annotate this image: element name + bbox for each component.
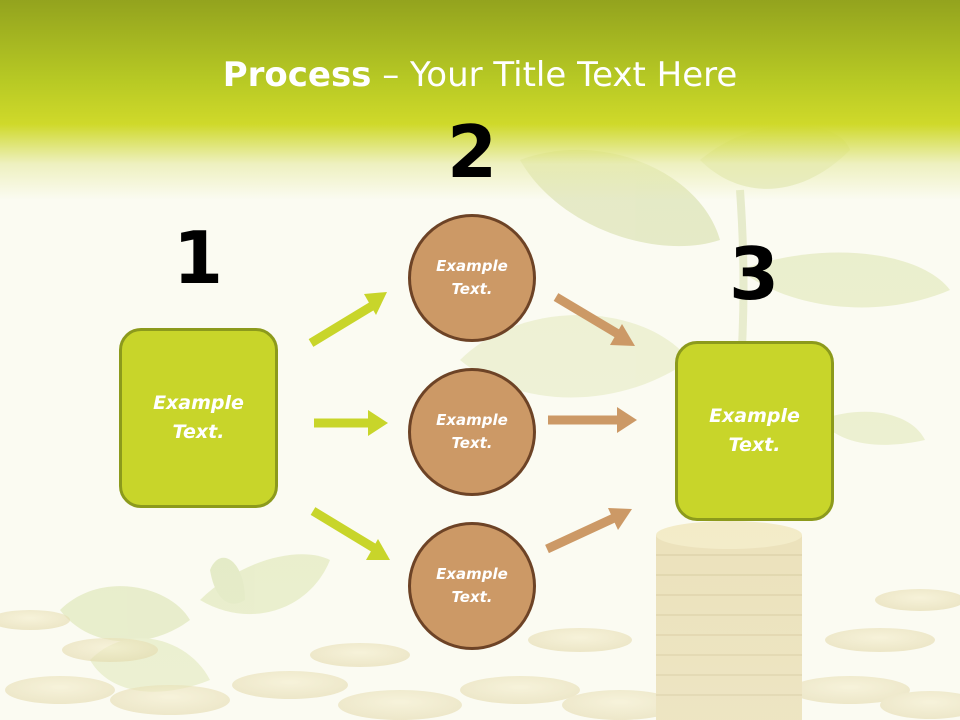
circle-top-label: Example Text. (436, 257, 508, 298)
brown-arrows (545, 293, 637, 554)
step-number-2: 2 (446, 110, 498, 194)
step-1-box[interactable]: Example Text. (119, 328, 278, 508)
green-arrows (308, 292, 390, 560)
title-band (0, 0, 960, 200)
arrow-1-to-circle-bottom (310, 507, 390, 560)
arrow-circle-top-to-3 (553, 293, 635, 346)
step-2-circle-top[interactable]: Example Text. (408, 214, 536, 342)
step-2-circle-middle[interactable]: Example Text. (408, 368, 536, 496)
step-3-box[interactable]: Example Text. (675, 341, 834, 521)
step-2-circle-bottom[interactable]: Example Text. (408, 522, 536, 650)
title-strong: Process (222, 55, 372, 95)
arrow-circle-middle-to-3 (548, 407, 637, 433)
step-number-3: 3 (728, 232, 780, 316)
circle-middle-label: Example Text. (436, 411, 508, 452)
arrow-1-to-circle-middle (314, 410, 388, 436)
arrow-1-to-circle-top (308, 292, 387, 347)
title-rest: – Your Title Text Here (371, 55, 738, 95)
step-3-box-label: Example Text. (709, 405, 800, 456)
slide-title: Process – Your Title Text Here (0, 54, 960, 96)
step-number-1: 1 (172, 216, 224, 300)
circle-bottom-label: Example Text. (436, 565, 508, 606)
step-1-box-label: Example Text. (153, 392, 244, 443)
arrow-circle-bottom-to-3 (545, 508, 632, 554)
